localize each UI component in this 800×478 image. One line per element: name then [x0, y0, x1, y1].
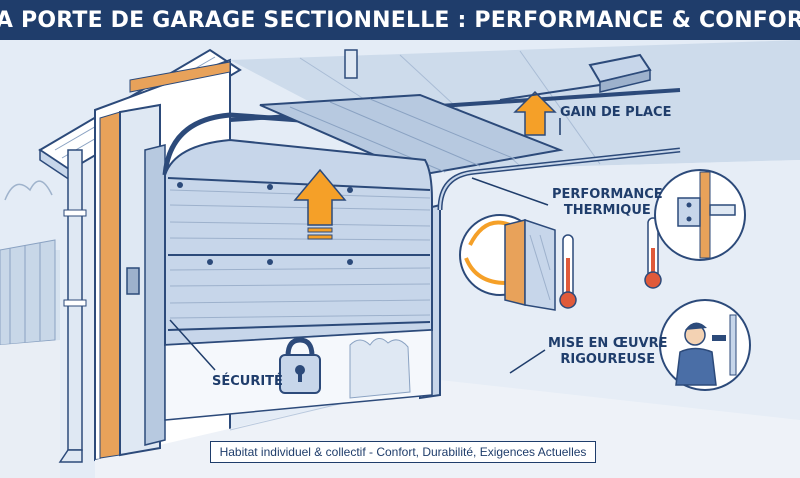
- callout-space-saving: GAIN DE PLACE: [560, 105, 671, 121]
- callout-security-label: SÉCURITÉ: [212, 374, 283, 389]
- callout-thermal-line1: PERFORMANCE: [552, 187, 663, 202]
- callout-space-label: GAIN DE PLACE: [560, 105, 672, 120]
- callout-thermal-line2: THERMIQUE: [563, 203, 651, 218]
- page-title: LA PORTE DE GARAGE SECTIONNELLE : PERFOR…: [0, 7, 800, 33]
- callout-install-line1: MISE EN ŒUVRE: [548, 336, 668, 351]
- thermometer-icon: [559, 234, 577, 309]
- downspout: [58, 149, 87, 463]
- motor-icon: [344, 49, 652, 101]
- bracket-icon: [654, 169, 746, 261]
- installer-icon: [659, 299, 751, 391]
- insulation-detail: [459, 214, 556, 311]
- callout-security: SÉCURITÉ: [212, 374, 283, 390]
- door-panels: [164, 138, 433, 421]
- arrow-up-icon: [293, 168, 347, 240]
- garage-illustration: [0, 40, 800, 478]
- title-banner: LA PORTE DE GARAGE SECTIONNELLE : PERFOR…: [0, 0, 800, 40]
- thermometer-icon: [644, 217, 662, 289]
- padlock-icon: [279, 337, 321, 394]
- callout-installation: MISE EN ŒUVRE RIGOUREUSE: [548, 336, 668, 368]
- callout-thermal: PERFORMANCE THERMIQUE: [552, 187, 663, 219]
- footer-caption: Habitat individuel & collectif - Confort…: [210, 441, 596, 463]
- callout-install-line2: RIGOUREUSE: [560, 352, 656, 367]
- exterior-background: [0, 180, 60, 478]
- arrow-up-icon: [513, 90, 557, 136]
